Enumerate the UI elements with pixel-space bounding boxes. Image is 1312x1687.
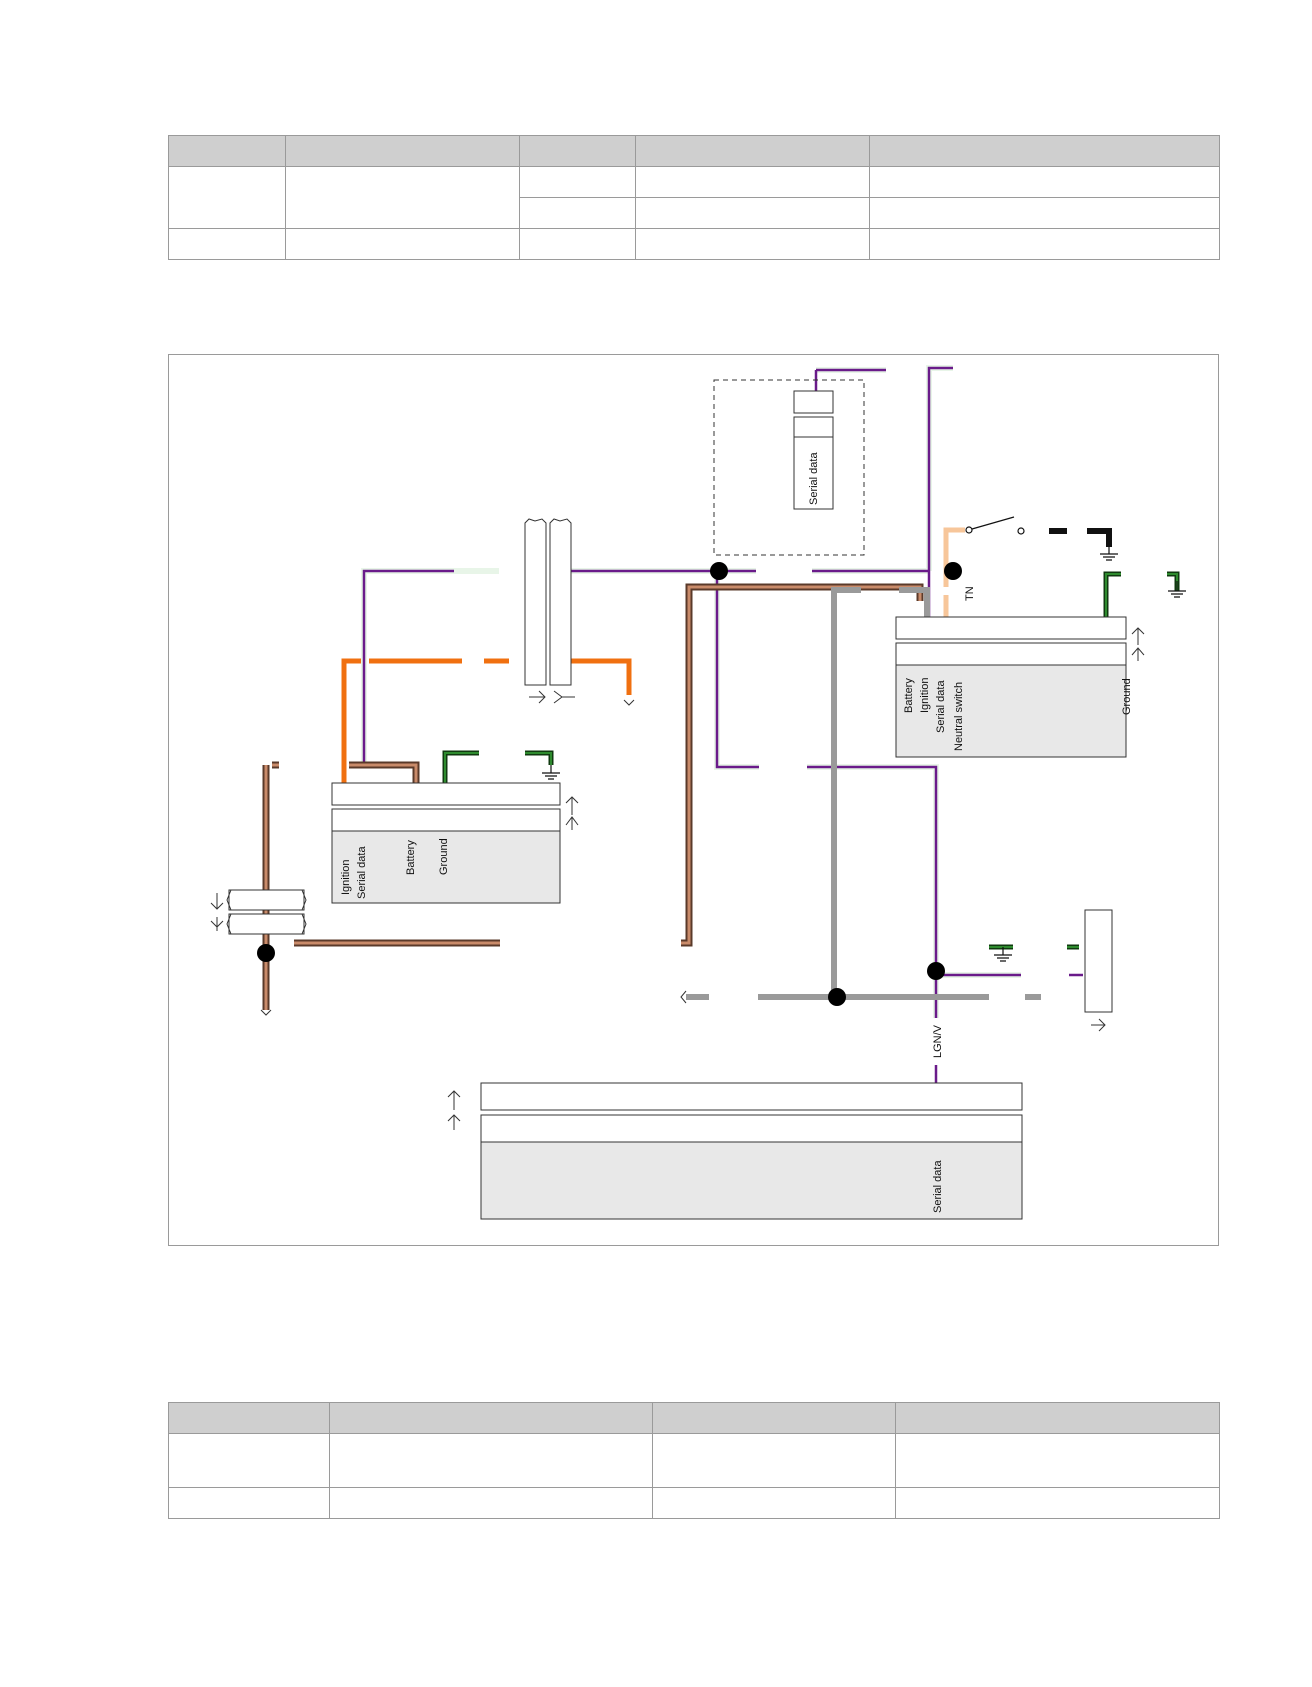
splice-dot (710, 562, 728, 580)
connector-bottom-icon (447, 1090, 461, 1130)
table-header-cell (168, 135, 286, 167)
connector-right (895, 616, 1127, 640)
serial-data-wire-to-bottom (807, 765, 938, 1018)
splice-dot (927, 962, 945, 980)
table-top (168, 135, 1220, 260)
ground-wires (442, 528, 1180, 950)
ground-wire-green (525, 750, 554, 765)
battery-wire (341, 658, 361, 783)
label-right-ground: Ground (1121, 678, 1133, 715)
table-cell (168, 1433, 330, 1488)
table-cell (168, 166, 286, 229)
wire-end-icon (260, 1009, 272, 1016)
ground-icon (542, 765, 560, 780)
ignition-wire-left-top (272, 763, 418, 783)
connector-small-right (1084, 909, 1113, 1013)
inline-connector-center (524, 518, 575, 704)
table-cell (285, 166, 520, 229)
splice-dot (944, 562, 962, 580)
table-cell (895, 1433, 1220, 1488)
table-row (168, 1487, 1220, 1519)
table-header-cell (519, 135, 636, 167)
label-left-ignition: Ignition (340, 860, 352, 895)
neutral-switch-icon (965, 516, 1025, 535)
label-serial-data-top: Serial data (808, 452, 820, 505)
wiring-diagram: Serial data Ignition Serial data Battery… (168, 354, 1219, 1246)
table-header-cell (652, 1402, 896, 1434)
serial-data-wire-right-vertical (927, 366, 953, 617)
table-cell (168, 1487, 330, 1519)
ground-wire-green (1167, 571, 1180, 591)
wire-end-icon (623, 699, 635, 706)
connector-left (331, 782, 561, 806)
shield-wire (899, 587, 930, 617)
connector-bottom (480, 1082, 1023, 1111)
splice-dot (257, 944, 275, 962)
label-lgn-v: LGN/V (932, 1024, 944, 1058)
table-header-cell (635, 135, 870, 167)
table-cell (652, 1433, 896, 1488)
table-header-cell (869, 135, 1220, 167)
label-left-battery: Battery (405, 840, 417, 875)
ground-icon (1168, 581, 1186, 598)
ground-symbols (542, 547, 1186, 962)
module-top (793, 416, 834, 510)
inline-connector-left (210, 889, 307, 935)
label-right-ignition: Ignition (919, 678, 931, 713)
table-cell (635, 228, 870, 260)
arrow-right-icon (1091, 1018, 1106, 1032)
table-cell (329, 1433, 653, 1488)
label-right-neutral-switch: Neutral switch (953, 682, 965, 751)
splice-points (257, 562, 962, 1006)
table-cell (869, 228, 1220, 260)
shield-wires (686, 587, 1041, 1000)
label-left-ground: Ground (438, 838, 450, 875)
label-tn: TN (964, 586, 976, 601)
battery-wires (341, 658, 632, 783)
table-cell (168, 228, 286, 260)
table-row (168, 1433, 1220, 1488)
ground-icon (994, 947, 1012, 962)
table-cell (519, 166, 636, 198)
label-bottom-serial-data: Serial data (932, 1160, 944, 1213)
table-cell (285, 228, 520, 260)
table-row (168, 228, 1220, 260)
connector-left-icon (565, 796, 579, 830)
table-cell (652, 1487, 896, 1519)
table-header-row (168, 135, 1220, 167)
table-cell (635, 166, 870, 198)
ground-wire-black (1087, 528, 1112, 547)
ground-wire-green (442, 750, 479, 783)
shield-wire (831, 587, 861, 997)
connector-top (793, 390, 834, 414)
wiring-diagram-svg: Serial data Ignition Serial data Battery… (210, 365, 1186, 1220)
table-header-cell (168, 1402, 330, 1434)
table-bottom (168, 1402, 1220, 1519)
table-header-cell (285, 135, 520, 167)
table-header-row (168, 1402, 1220, 1434)
table-cell (869, 166, 1220, 198)
label-left-serial-data: Serial data (356, 846, 368, 899)
table-header-cell (895, 1402, 1220, 1434)
battery-wire (559, 658, 632, 695)
ground-icon (1100, 547, 1118, 561)
dashed-component-box (713, 379, 865, 556)
serial-data-wire-left (362, 569, 454, 765)
connector-right-icon (1131, 627, 1145, 661)
table-cell (895, 1487, 1220, 1519)
table-cell (635, 197, 870, 229)
table-cell (869, 197, 1220, 229)
splice-dot (828, 988, 846, 1006)
wire-end-icon (680, 990, 687, 1004)
table-row (168, 166, 1220, 229)
table-cell (329, 1487, 653, 1519)
ground-wire-green (1103, 571, 1121, 617)
label-right-serial-data: Serial data (935, 680, 947, 733)
serial-data-wire-center-vertical (715, 571, 759, 769)
table-cell (519, 197, 636, 229)
table-header-cell (329, 1402, 653, 1434)
label-right-battery: Battery (903, 678, 915, 713)
table-cell (519, 228, 636, 260)
